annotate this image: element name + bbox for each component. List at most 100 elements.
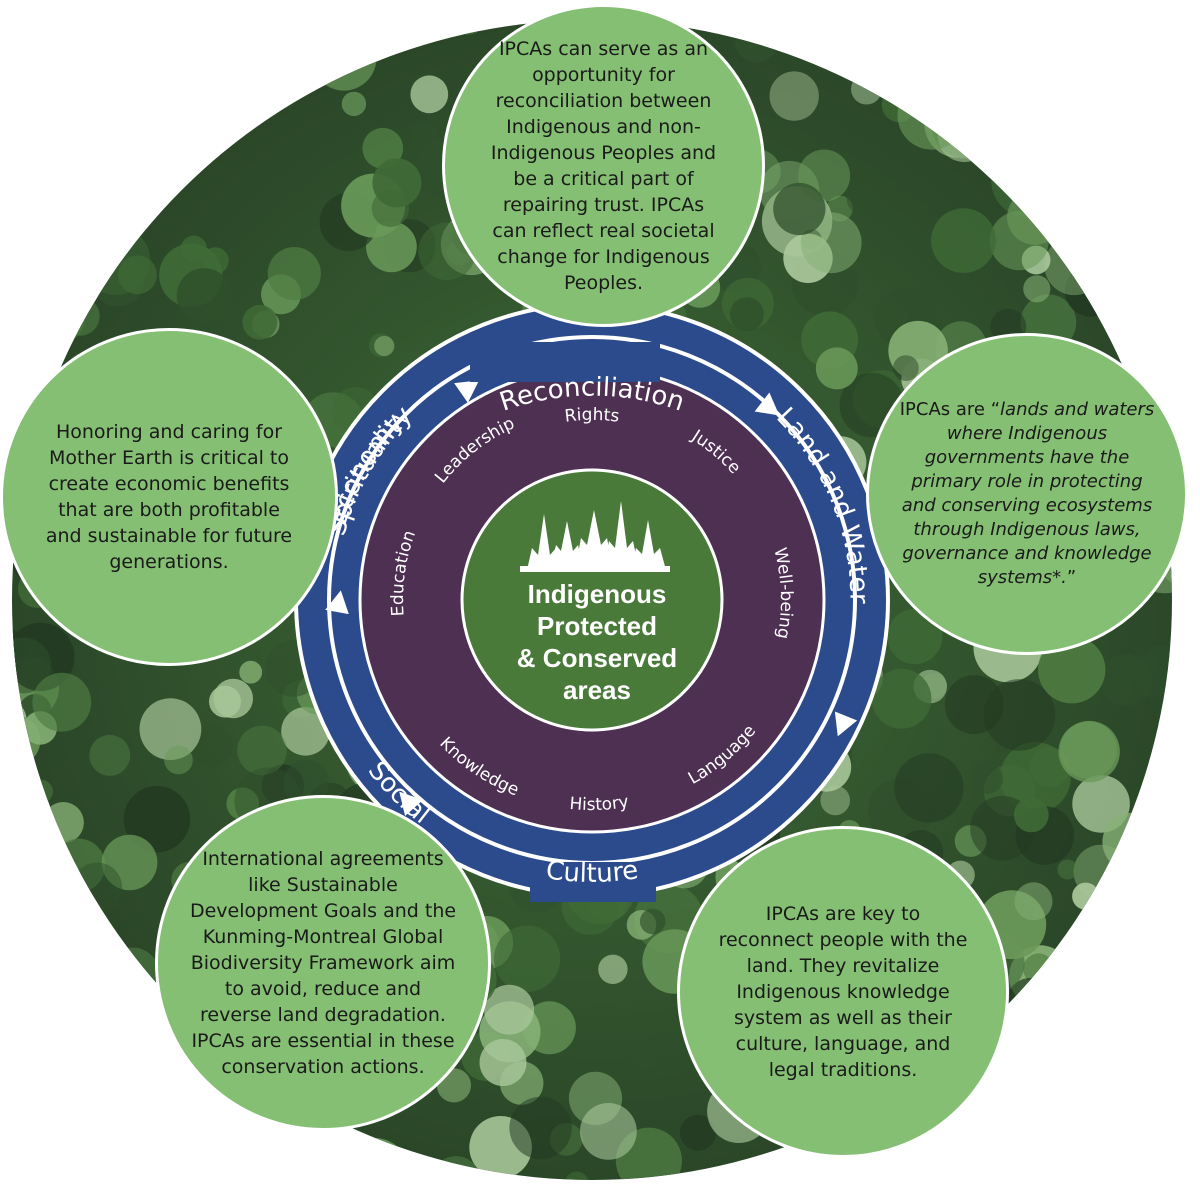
- tree-crown: [72, 862, 123, 913]
- tree-crown: [1123, 974, 1172, 1030]
- tree-crown: [1092, 0, 1119, 15]
- tree-crown: [32, 672, 92, 732]
- tree-crown: [123, 786, 191, 853]
- tree-crown: [237, 725, 287, 776]
- tree-crown: [1021, 1064, 1091, 1134]
- tree-crown: [281, 707, 330, 756]
- tree-crown: [47, 878, 86, 918]
- tree-crown: [12, 20, 26, 29]
- tree-silhouette-icon: [520, 501, 670, 572]
- tree-crown: [991, 145, 1063, 217]
- tree-crown: [103, 34, 128, 60]
- arrow-icon: [399, 791, 423, 817]
- tree-crown: [139, 173, 163, 196]
- tree-crown: [1126, 89, 1172, 151]
- tree-crown: [337, 1173, 360, 1180]
- tree-crown: [851, 73, 882, 105]
- label-culture-text: Culture: [544, 855, 640, 889]
- tree-crown: [23, 84, 49, 111]
- tree-crown: [716, 20, 752, 25]
- tree-crown: [598, 954, 628, 984]
- tree-crown: [580, 1103, 637, 1160]
- tree-crown: [1073, 1020, 1140, 1087]
- tree-crown: [311, 25, 377, 91]
- tree-crown: [1065, 988, 1124, 1048]
- tree-crown: [897, 80, 967, 150]
- tree-crown: [12, 881, 56, 934]
- tree-crown: [232, 66, 278, 112]
- tree-crown: [446, 20, 488, 35]
- tree-crown: [820, 785, 850, 816]
- tree-crown: [21, 988, 47, 1015]
- tree-crown: [202, 247, 229, 274]
- tree-crown: [1141, 159, 1172, 207]
- inner-label-history-text: History: [568, 792, 630, 816]
- tree-crown: [1060, 1105, 1104, 1149]
- tree-crown: [1170, 239, 1172, 290]
- tree-crown: [341, 91, 367, 117]
- tree-crown: [1038, 636, 1106, 704]
- tree-crown: [1147, 810, 1172, 866]
- label-culture: Culture: [544, 855, 640, 889]
- tree-crown: [12, 54, 40, 96]
- tree-crown: [118, 963, 146, 992]
- tree-crown: [987, 20, 1051, 76]
- tree-crown: [887, 608, 943, 665]
- tree-crown: [1130, 1024, 1172, 1088]
- tree-crown: [104, 947, 160, 1003]
- tree-crown: [83, 35, 121, 74]
- tree-crown: [1153, 96, 1172, 118]
- tree-crown: [60, 296, 100, 336]
- tree-crown: [1072, 882, 1100, 910]
- tree-crown: [1014, 882, 1053, 921]
- tree-crown: [1088, 231, 1122, 266]
- tree-crown: [632, 1043, 659, 1070]
- tree-crown: [12, 1119, 38, 1180]
- tree-crown: [896, 63, 949, 116]
- tree-crown: [12, 1167, 30, 1180]
- tree-crown: [1007, 189, 1063, 245]
- tree-crown: [42, 802, 84, 844]
- tree-crown: [1126, 1125, 1150, 1149]
- tree-crown: [1002, 1053, 1028, 1078]
- tree-crown: [133, 20, 201, 81]
- tree-crown: [142, 118, 183, 160]
- tree-crown: [1058, 720, 1120, 783]
- tree-crown: [850, 20, 888, 21]
- tree-crown: [846, 183, 878, 215]
- tree-crown: [126, 75, 180, 129]
- tree-crown: [881, 52, 903, 73]
- tree-crown: [942, 20, 1001, 30]
- tree-crown: [12, 637, 52, 694]
- tree-crown: [21, 953, 91, 1023]
- tree-crown: [1056, 76, 1102, 123]
- bubble-land-quote: lands and waters where Indigenous govern…: [901, 399, 1155, 588]
- tree-crown: [1112, 54, 1145, 87]
- tree-crown: [894, 753, 964, 823]
- tree-crown: [729, 297, 764, 332]
- tree-crown: [1093, 948, 1121, 975]
- tree-crown: [267, 247, 321, 301]
- tree-crown: [100, 127, 123, 149]
- tree-crown: [187, 75, 222, 111]
- tree-crown: [509, 1096, 572, 1160]
- tree-crown: [101, 834, 158, 891]
- tree-crown: [213, 678, 253, 719]
- tree-crown: [30, 20, 95, 34]
- bubble-land-water: IPCAs are “lands and waters where Indige…: [866, 333, 1188, 655]
- tree-crown: [326, 1154, 357, 1180]
- tree-crown: [1185, 1168, 1200, 1191]
- tree-crown: [972, 763, 1003, 794]
- tree-crown: [12, 198, 30, 238]
- tree-crown: [943, 1151, 996, 1180]
- tree-crown: [292, 20, 356, 81]
- tree-crown: [117, 57, 189, 129]
- tree-crown: [164, 745, 193, 775]
- tree-crown: [679, 1114, 716, 1151]
- tree-crown: [484, 984, 535, 1035]
- tree-crown: [1044, 235, 1104, 296]
- tree-crown: [893, 355, 919, 381]
- tree-crown: [910, 26, 936, 53]
- tree-crown: [983, 679, 1056, 751]
- tree-crown: [176, 268, 232, 323]
